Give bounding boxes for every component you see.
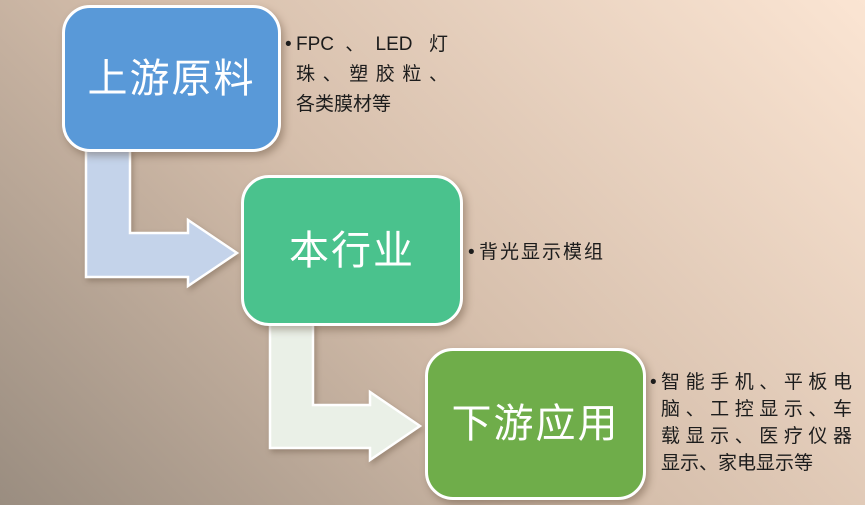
bullet-line: FPC、LED 灯 [296,34,448,55]
elbow-arrow-upstream-to-industry [84,148,240,289]
bullet-industry-product: • 背光显示模组 [468,238,658,268]
stage-box-industry: 本行业 [241,175,463,326]
bullet-line: 载显示、医疗仪器 [661,426,852,447]
bullet-marker: • [285,34,292,55]
bullet-line: 珠、塑胶粒、 [296,64,448,85]
stage-box-downstream: 下游应用 [425,348,646,500]
bullet-line: 智能手机、平板电 [661,372,852,393]
bullet-marker: • [468,242,475,263]
stage-label-industry: 本行业 [289,228,415,273]
bullet-line: 显示、家电显示等 [661,453,814,474]
bullet-upstream-materials: • FPC、LED 灯 珠、塑胶粒、 各类膜材等 [285,30,448,120]
bullet-line: 背光显示模组 [479,242,606,263]
stage-label-downstream: 下游应用 [451,402,620,446]
bullet-text-upstream: FPC、LED 灯 珠、塑胶粒、 各类膜材等 [296,30,448,120]
bullet-line: 各类膜材等 [296,94,392,115]
stage-label-upstream: 上游原料 [87,56,256,101]
bullet-downstream-applications: • 智能手机、平板电 脑、工控显示、车 载显示、医疗仪器 显示、家电显示等 [650,369,852,477]
bullet-text-industry: 背光显示模组 [479,238,658,268]
bullet-text-downstream: 智能手机、平板电 脑、工控显示、车 载显示、医疗仪器 显示、家电显示等 [661,369,852,477]
bullet-line: 脑、工控显示、车 [661,399,852,420]
stage-box-upstream: 上游原料 [62,5,281,152]
elbow-arrow-industry-to-downstream [268,320,423,463]
bullet-marker: • [650,372,657,393]
